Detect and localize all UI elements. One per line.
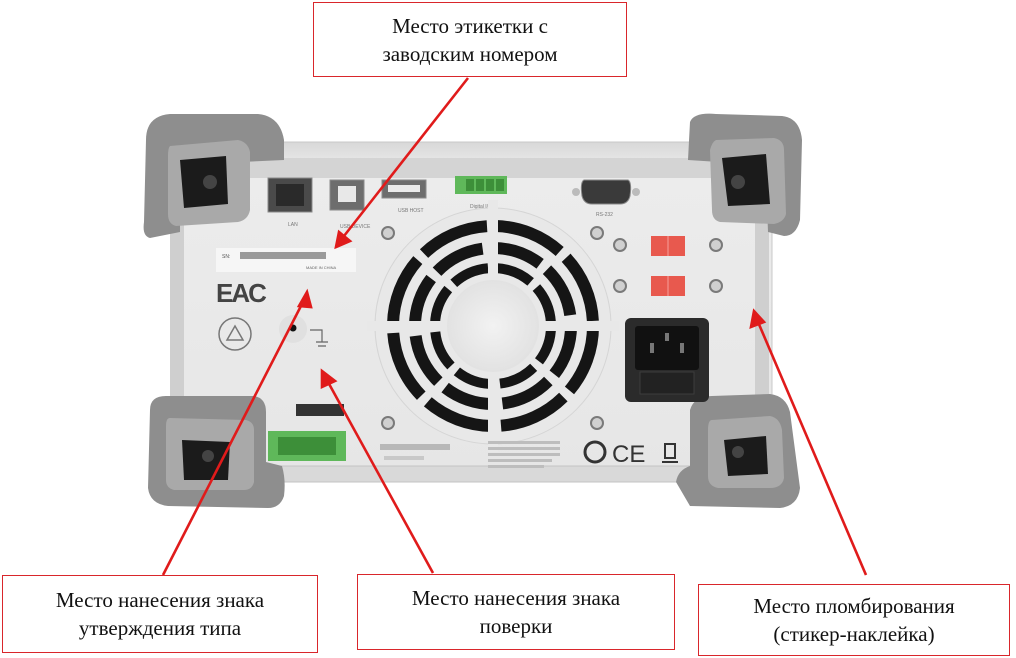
callout-sealing: Место пломбирования (стикер-наклейка) [698,584,1010,656]
callout-serial-line2: заводским номером [382,41,558,66]
voltage-selector-switch [651,236,685,296]
callout-arrows [161,77,868,576]
arrow-head-serial [334,229,353,250]
approval-logo-icon [218,317,252,351]
callout-verification-line1: Место нанесения знака [411,586,621,610]
ground-icon [310,329,328,347]
digital-io-connector: Digital I/O [455,176,507,210]
callout-serial-label: Место этикетки с заводским номером [313,2,627,77]
lan-port: LAN [267,177,313,228]
bumper-top-left [143,114,284,238]
usb-device-label: USB DEVICE [340,224,371,230]
ac-power-inlet [625,318,709,402]
arrow-head-verification [320,368,338,390]
bumper-bottom-right [676,394,800,508]
usb-host-label: USB HOST [398,208,424,214]
eac-mark: EAC [216,278,267,308]
callout-type-approval-line2: утверждения типа [78,616,242,640]
recycle-mark-icon [583,440,607,464]
callout-sealing-line2: (стикер-наклейка) [773,622,935,646]
weee-bin-icon [662,443,678,463]
bumper-top-right [688,113,802,236]
callout-type-approval-line1: Место нанесения знака [55,588,265,612]
lan-label: LAN [288,222,298,228]
callout-sealing-line1: Место пломбирования [753,594,955,618]
callout-verification-line2: поверки [479,614,553,638]
rs232-label: RS-232 [596,212,613,218]
made-in-label: MADE IN CHINA [306,265,337,270]
digital-io-label: Digital I/O [470,204,492,210]
callout-serial-line1: Место этикетки с [392,13,548,38]
usb-device-port: USB DEVICE [329,179,371,230]
bumper-bottom-left [148,396,285,508]
ce-mark: CE [612,441,645,468]
callout-type-approval: Место нанесения знака утверждения типа [2,575,318,653]
callout-verification: Место нанесения знака поверки [357,574,675,650]
output-terminal [268,404,346,461]
fan-grille [367,200,619,452]
sn-prefix: SN: [222,254,230,260]
arrow-head-sealing [749,308,767,330]
arrow-head-type-approval [296,288,313,309]
usb-host-port: USB HOST [381,179,427,214]
rs232-port: RS-232 [572,179,640,218]
serial-number-sticker: SN: MADE IN CHINA [216,248,356,272]
